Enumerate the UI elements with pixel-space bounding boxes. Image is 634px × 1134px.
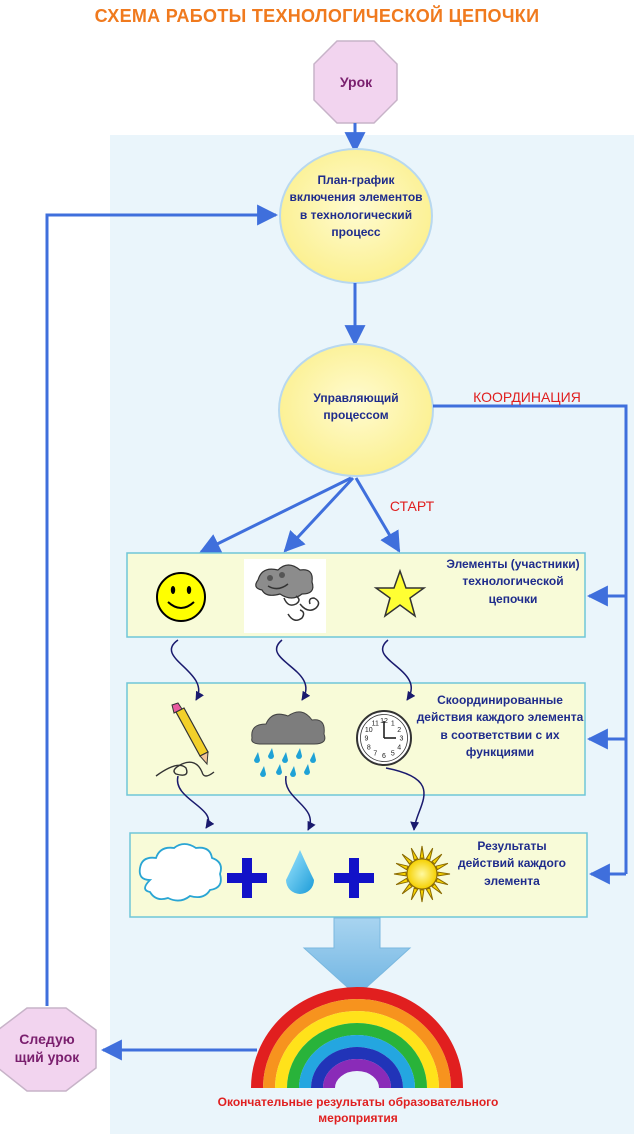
start-arrow-right	[354, 477, 401, 553]
final-results-label: Окончательные результаты образовательног…	[217, 1095, 499, 1126]
next-lesson-label: Следую щий урок	[14, 1031, 80, 1066]
sun-ray	[431, 853, 443, 865]
control-label: Управляющий процессом	[313, 391, 399, 423]
coordination-label: КООРДИНАЦИЯ	[473, 389, 581, 405]
sun-ray	[425, 887, 434, 901]
curve-arrow-4	[176, 775, 215, 829]
sun-ray	[419, 845, 425, 859]
sun-ray	[431, 883, 443, 895]
cloud-icon	[138, 843, 222, 902]
big-down-arrow	[302, 917, 412, 997]
curve-arrow-5	[285, 775, 316, 831]
clock-number: 4	[397, 744, 401, 751]
clock-number: 3	[400, 736, 404, 743]
clock-number: 7	[373, 751, 377, 758]
next-lesson-octagon	[0, 1007, 97, 1092]
sun-icon	[393, 845, 451, 903]
loop-back-line	[45, 204, 279, 1006]
sun-ray	[395, 877, 409, 886]
rain-cloud-icon	[251, 711, 326, 777]
sun-ray	[419, 889, 425, 903]
clock-number: 9	[365, 736, 369, 743]
clock-number: 1	[391, 720, 395, 727]
actions-panel	[126, 682, 586, 796]
start-label: СТАРТ	[389, 498, 435, 514]
results-panel-label: Результаты действий каждого элемента	[458, 839, 566, 888]
start-arrow-left	[199, 476, 352, 554]
smiley-icon	[156, 572, 206, 622]
curve-arrow-6	[385, 767, 425, 831]
sun-ray	[425, 847, 434, 861]
lesson-label: Урок	[339, 74, 373, 90]
sun-ray	[410, 847, 419, 861]
sun-ray	[410, 887, 419, 901]
sun-ray	[435, 877, 449, 886]
control-ellipse	[278, 343, 434, 477]
clock-number: 11	[372, 720, 379, 727]
sun-ray	[437, 871, 451, 877]
clock-icon: 121234567891011	[356, 710, 412, 766]
sun-ray	[435, 862, 449, 871]
actions-panel-label: Скоординированные действия каждого элеме…	[416, 693, 584, 760]
star-icon	[373, 568, 427, 618]
sun-ray	[401, 853, 413, 865]
plus-icon	[227, 858, 267, 898]
coordination-line	[433, 404, 628, 874]
rainbow-icon	[251, 987, 463, 1089]
pencil-writing-icon	[155, 702, 215, 777]
plan-label: План-график включения элементов в технол…	[289, 173, 423, 240]
start-arrow-middle	[283, 476, 355, 553]
clock-number: 10	[365, 727, 373, 734]
curve-arrow-3	[381, 639, 416, 701]
water-drop-icon	[286, 850, 314, 894]
sun-ray	[395, 862, 409, 871]
clock-number: 8	[367, 744, 371, 751]
sun-ray	[393, 871, 407, 877]
curve-arrow-1	[170, 639, 204, 701]
clock-number: 6	[382, 753, 386, 760]
clock-number: 5	[391, 751, 395, 758]
diagram-title: Схема работы технологической цепочки	[94, 6, 540, 26]
elements-panel-label: Элементы (участники) технологической цеп…	[446, 557, 580, 606]
clock-number: 2	[397, 727, 401, 734]
plus-icon	[334, 858, 374, 898]
curve-arrow-2	[275, 639, 311, 701]
sun-ray	[401, 883, 413, 895]
lesson-octagon	[313, 40, 398, 124]
wind-cloud-icon	[244, 559, 326, 633]
